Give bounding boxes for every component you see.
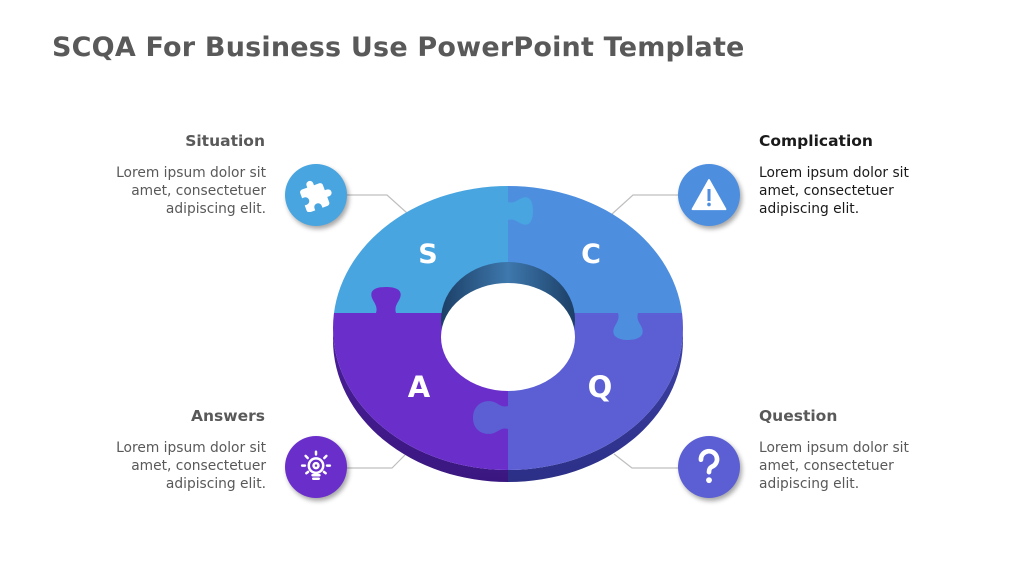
connector-situation xyxy=(347,194,408,214)
ring-side xyxy=(333,328,683,482)
situation-heading: Situation xyxy=(185,132,265,150)
slide-title: SCQA For Business Use PowerPoint Templat… xyxy=(52,32,745,63)
question-icon-badge xyxy=(678,436,740,498)
connector-question xyxy=(613,453,679,469)
letter-situation: S xyxy=(418,239,437,270)
situation-body: Lorem ipsum dolor sit amet, consectetuer… xyxy=(116,165,266,217)
puzzle-piece-icon xyxy=(300,180,332,212)
question-mark-icon xyxy=(698,448,720,484)
situation-icon-badge xyxy=(285,164,347,226)
letter-complication: C xyxy=(581,239,601,270)
warning-triangle-icon xyxy=(691,179,727,211)
answers-heading: Answers xyxy=(191,407,265,425)
complication-icon-badge xyxy=(678,164,740,226)
lightbulb-icon xyxy=(300,450,332,481)
letter-question: Q xyxy=(588,370,613,404)
connector-answers xyxy=(347,454,406,469)
connector-lines xyxy=(347,194,679,469)
answers-icon-badge xyxy=(285,436,347,498)
question-body: Lorem ipsum dolor sit amet, consectetuer… xyxy=(759,440,909,492)
letter-answers: A xyxy=(408,370,431,404)
complication-heading: Complication xyxy=(759,132,873,150)
question-heading: Question xyxy=(759,407,838,425)
answers-body: Lorem ipsum dolor sit amet, consectetuer… xyxy=(116,440,266,492)
ring-hole xyxy=(441,262,575,391)
complication-body: Lorem ipsum dolor sit amet, consectetuer… xyxy=(759,165,909,217)
connector-complication xyxy=(611,194,679,215)
